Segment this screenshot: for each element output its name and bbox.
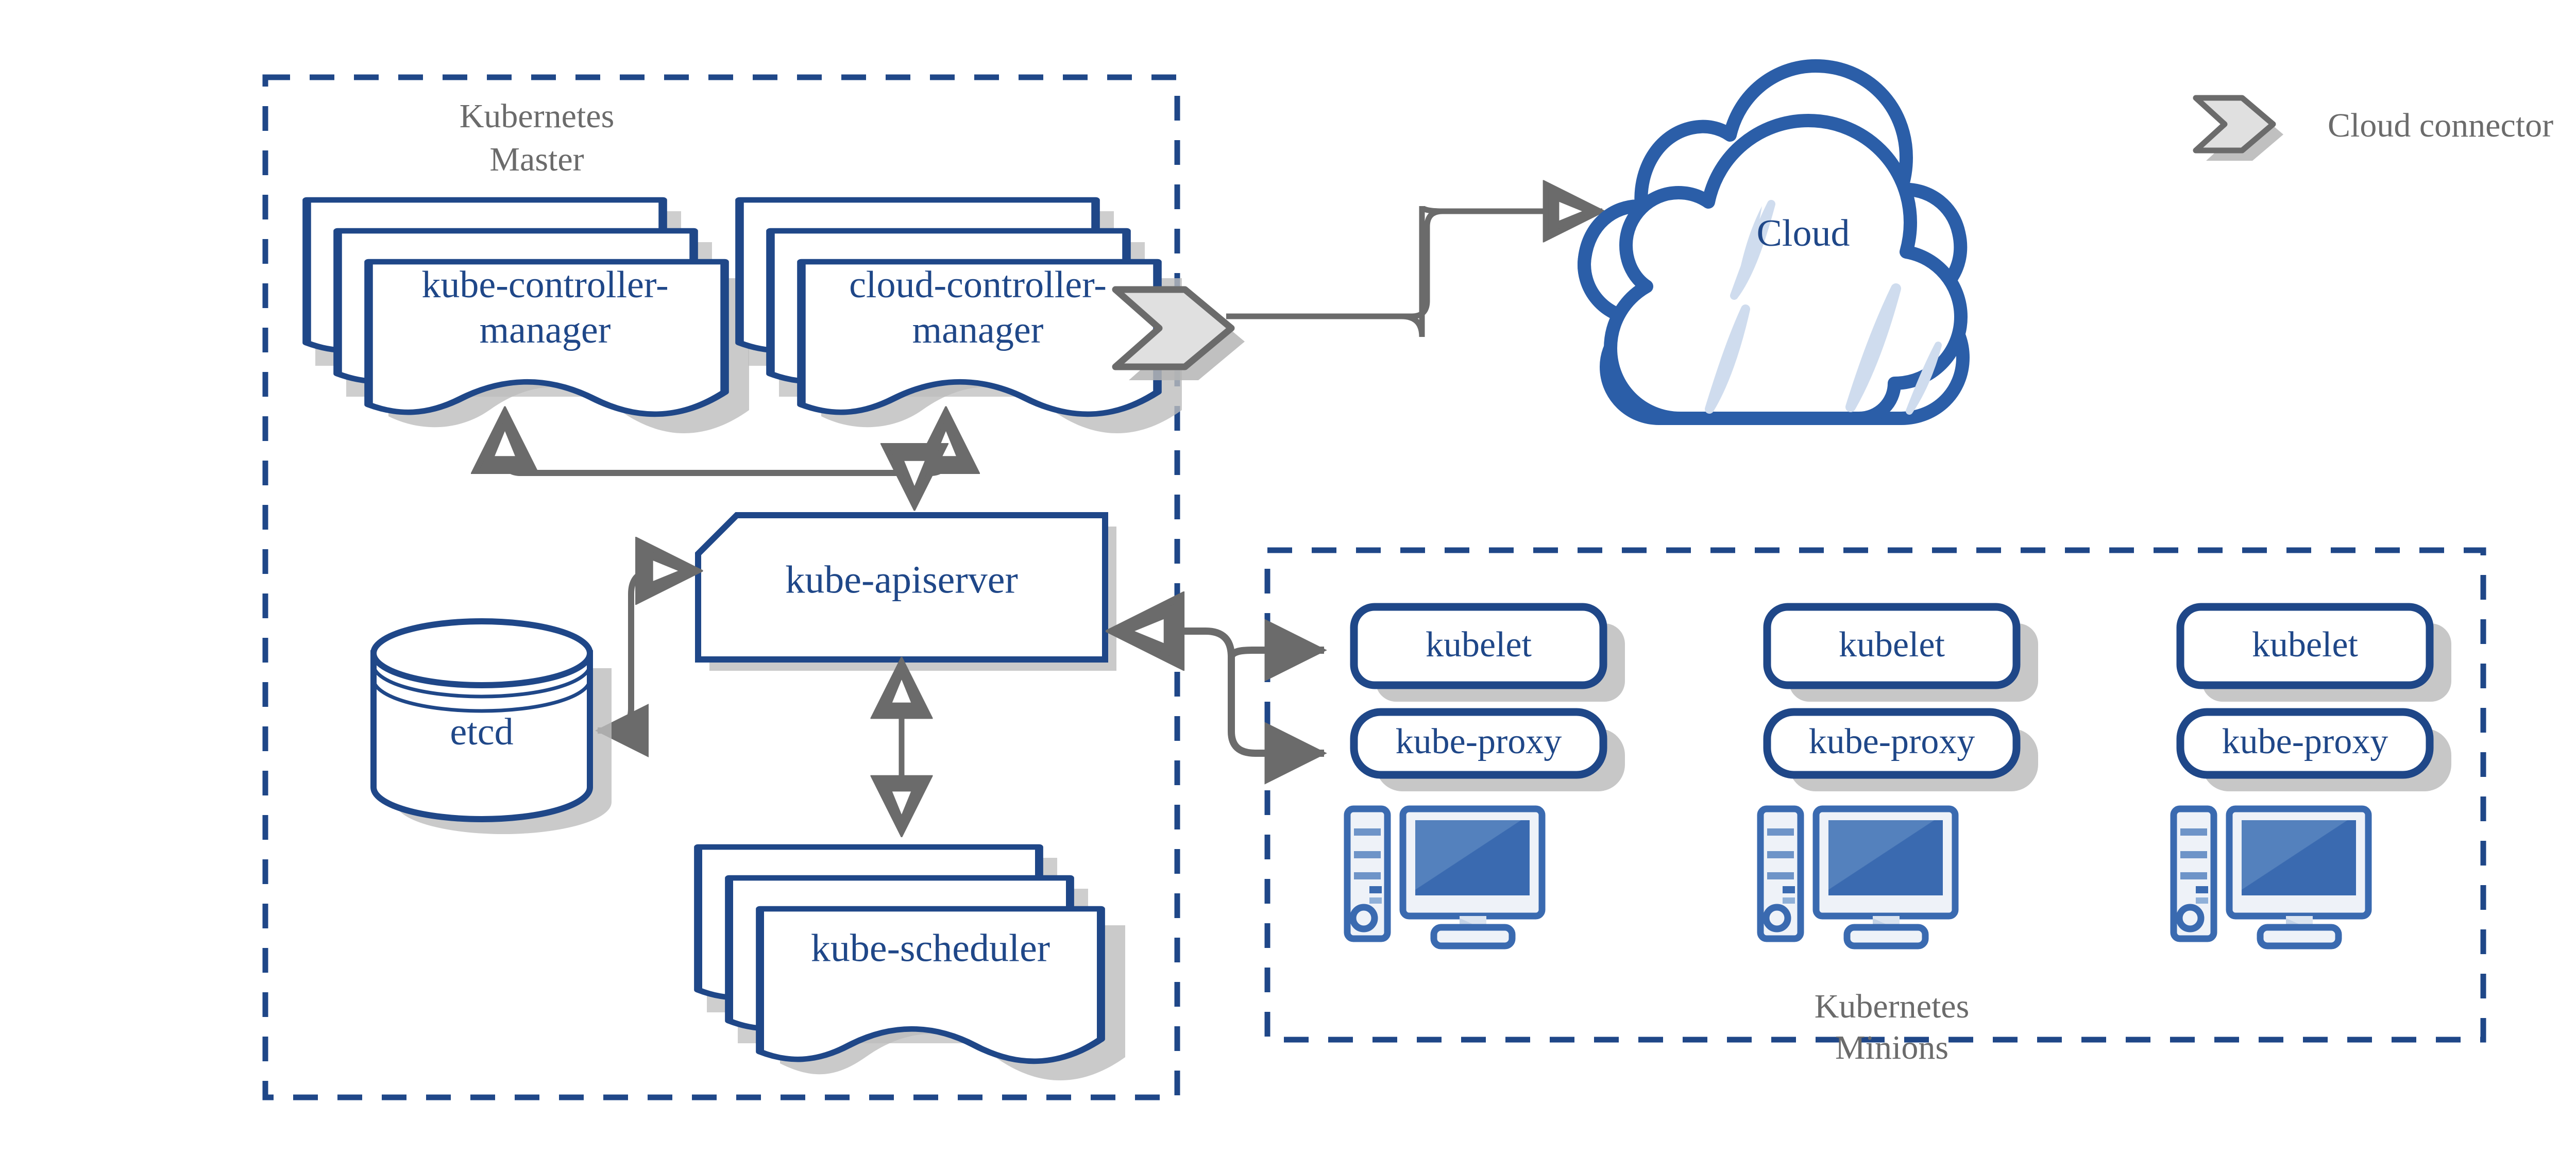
kubernetes-minions-group: Kubernetes Minions xyxy=(1264,547,2486,1066)
kube-proxy-label: kube-proxy xyxy=(2222,722,2388,761)
cloud-controller-manager-label-line1: cloud-controller- xyxy=(849,264,1107,306)
etcd-ring-1 xyxy=(371,664,592,699)
etcd-node[interactable]: etcd xyxy=(370,618,612,834)
edge-apiserver-to-kcm xyxy=(505,415,927,476)
master-group-label-line1: Kubernetes xyxy=(460,97,615,135)
edge-ccm-to-cloud-line xyxy=(1226,211,1597,319)
legend-cloud-connector-label: Cloud connector xyxy=(2328,107,2553,144)
kube-controller-manager-label-line2: manager xyxy=(480,309,611,351)
kubelet-label: kubelet xyxy=(2252,625,2359,665)
computer-icon xyxy=(2170,805,2372,949)
chevron-connector-icon xyxy=(2193,95,2276,154)
kube-proxy-label: kube-proxy xyxy=(1396,722,1562,761)
minion-node-1[interactable]: kubelet kube-proxy xyxy=(1344,603,1625,949)
edge-apiserver-etcd xyxy=(598,571,694,731)
master-group-border xyxy=(262,74,1180,1100)
kube-proxy-box[interactable] xyxy=(1350,708,1607,779)
master-group-label-line2: Master xyxy=(489,141,584,178)
kube-controller-manager-label-line1: kube-controller- xyxy=(421,264,668,306)
cloud-highlight-4 xyxy=(1906,342,1942,415)
etcd-ring-2 xyxy=(371,679,592,713)
computer-icon xyxy=(1757,805,1959,949)
cloud-node[interactable]: Cloud xyxy=(1578,59,1970,425)
etcd-label: etcd xyxy=(450,711,513,753)
kubelet-box[interactable] xyxy=(1350,603,1607,689)
minion-node-2[interactable]: kubelet kube-proxy xyxy=(1757,603,2038,949)
cloud-label: Cloud xyxy=(1757,212,1850,255)
etcd-cylinder-top xyxy=(370,618,593,688)
cloud-controller-manager-label-line2: manager xyxy=(912,309,1044,351)
edge-apiserver-to-ccm xyxy=(896,415,946,476)
cloud-connector-chevron-icon xyxy=(1112,286,1245,380)
kube-proxy-box[interactable] xyxy=(1763,708,2021,779)
kube-apiserver-node[interactable]: kube-apiserver xyxy=(695,512,1116,671)
kube-proxy-box[interactable] xyxy=(2176,708,2434,779)
kube-controller-manager-node[interactable]: kube-controller- manager xyxy=(307,200,749,433)
computer-icon xyxy=(1344,805,1546,949)
kubernetes-master-group: Kubernetes Master xyxy=(262,74,1180,1100)
kube-apiserver-label: kube-apiserver xyxy=(785,558,1018,601)
kubelet-label: kubelet xyxy=(1839,625,1945,665)
kube-scheduler-node[interactable]: kube-scheduler xyxy=(698,847,1125,1080)
minions-group-border xyxy=(1264,547,2486,1043)
kube-proxy-label: kube-proxy xyxy=(1809,722,1975,761)
cloud-highlight-3 xyxy=(1845,283,1901,412)
minions-group-label-line1: Kubernetes xyxy=(1815,988,1970,1025)
kubelet-box[interactable] xyxy=(2176,603,2434,689)
legend-cloud-connector: Cloud connector xyxy=(2193,95,2553,161)
minion-node-3[interactable]: kubelet kube-proxy xyxy=(2170,603,2451,949)
cloud-highlight-2 xyxy=(1705,304,1750,414)
kube-scheduler-label: kube-scheduler xyxy=(811,926,1050,970)
etcd-cylinder-body xyxy=(370,650,593,822)
edge-apiserver-to-kubelet xyxy=(1228,619,1327,682)
kubelet-box[interactable] xyxy=(1763,603,2021,689)
kubelet-label: kubelet xyxy=(1426,625,1532,665)
edge-junction-to-apiserver xyxy=(899,473,914,502)
cloud-controller-manager-node[interactable]: cloud-controller- manager xyxy=(739,200,1182,433)
minions-group-label-line2: Minions xyxy=(1835,1029,1948,1066)
cloud-highlight-1b xyxy=(1730,200,1775,300)
